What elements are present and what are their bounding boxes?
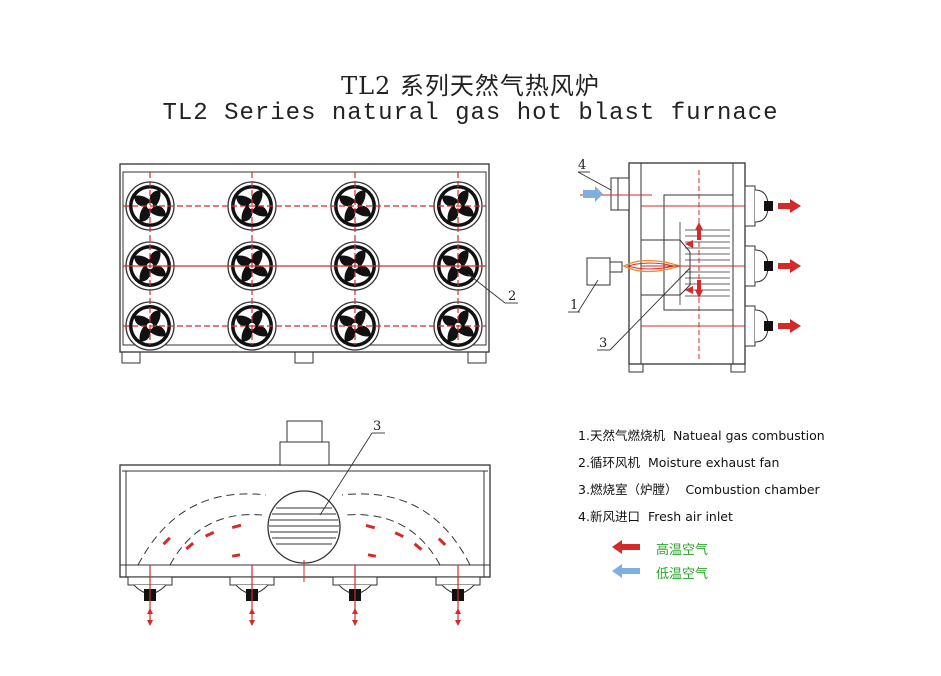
legend-item-number: 4. xyxy=(578,509,590,524)
legend-item: 1.天然气燃烧机 Natueal gas combustion xyxy=(578,425,825,444)
callout-chamber-top: 3 xyxy=(373,419,381,434)
side-view: 4 1 3 xyxy=(568,158,801,373)
title-english: TL2 Series natural gas hot blast furnace xyxy=(162,100,779,127)
legend-item-chinese: 新风进口 xyxy=(589,509,640,524)
hot-air-arrow-icon xyxy=(778,199,801,213)
fan-motor-icon xyxy=(744,305,773,347)
legend-item-number: 1. xyxy=(578,428,590,443)
callout-fan: 2 xyxy=(508,289,516,304)
hot-air-arrow-icon xyxy=(778,259,801,273)
fan-icon xyxy=(127,565,173,626)
top-view: 3 xyxy=(119,419,491,626)
fan-motor-icon xyxy=(744,245,773,287)
legend-item: 2.循环风机 Moisture exhaust fan xyxy=(578,452,779,471)
chamber-fins xyxy=(269,507,339,545)
hot-air-arrow-icon xyxy=(778,319,801,333)
legend-item: 4.新风进口 Fresh air inlet xyxy=(578,506,733,525)
air-legend-arrows xyxy=(612,540,640,578)
legend-item-number: 2. xyxy=(578,455,590,470)
fan-icon xyxy=(332,565,378,626)
burner-icon xyxy=(586,257,611,286)
front-air-grid xyxy=(123,172,486,345)
legend-item-chinese: 燃烧室（炉膛） xyxy=(589,482,678,497)
legend-item-number: 3. xyxy=(578,482,590,497)
legend-item-english: Moisture exhaust fan xyxy=(647,455,780,470)
fan-icon xyxy=(229,565,275,626)
hot-air-label: 高温空气 xyxy=(656,543,709,558)
legend-item-english: Fresh air inlet xyxy=(647,509,733,524)
legend-item-chinese: 天然气燃烧机 xyxy=(589,428,665,443)
cold-air-arrow-icon xyxy=(612,564,640,578)
legend-item-english: Combustion chamber xyxy=(685,482,820,497)
legend-item-chinese: 循环风机 xyxy=(589,455,640,470)
airflow-curves xyxy=(137,493,471,566)
heat-exchanger-fins xyxy=(679,222,730,305)
cold-air-label: 低温空气 xyxy=(656,567,709,582)
cold-air-arrow-icon xyxy=(583,186,603,202)
top-hot-air-dashes xyxy=(162,523,447,558)
title-chinese: TL2 系列天然气热风炉 xyxy=(341,72,600,100)
callout-burner: 1 xyxy=(570,298,578,313)
fan-motor-icon xyxy=(744,185,773,227)
legend-item-english: Natueal gas combustion xyxy=(672,428,825,443)
fan-icon xyxy=(435,565,481,626)
callout-inlet: 4 xyxy=(578,158,586,173)
front-view: 2 xyxy=(119,163,518,364)
callout-chamber-side: 3 xyxy=(599,336,607,351)
legend-item: 3.燃烧室（炉膛） Combustion chamber xyxy=(578,479,820,498)
hot-air-arrow-icon xyxy=(612,540,640,554)
